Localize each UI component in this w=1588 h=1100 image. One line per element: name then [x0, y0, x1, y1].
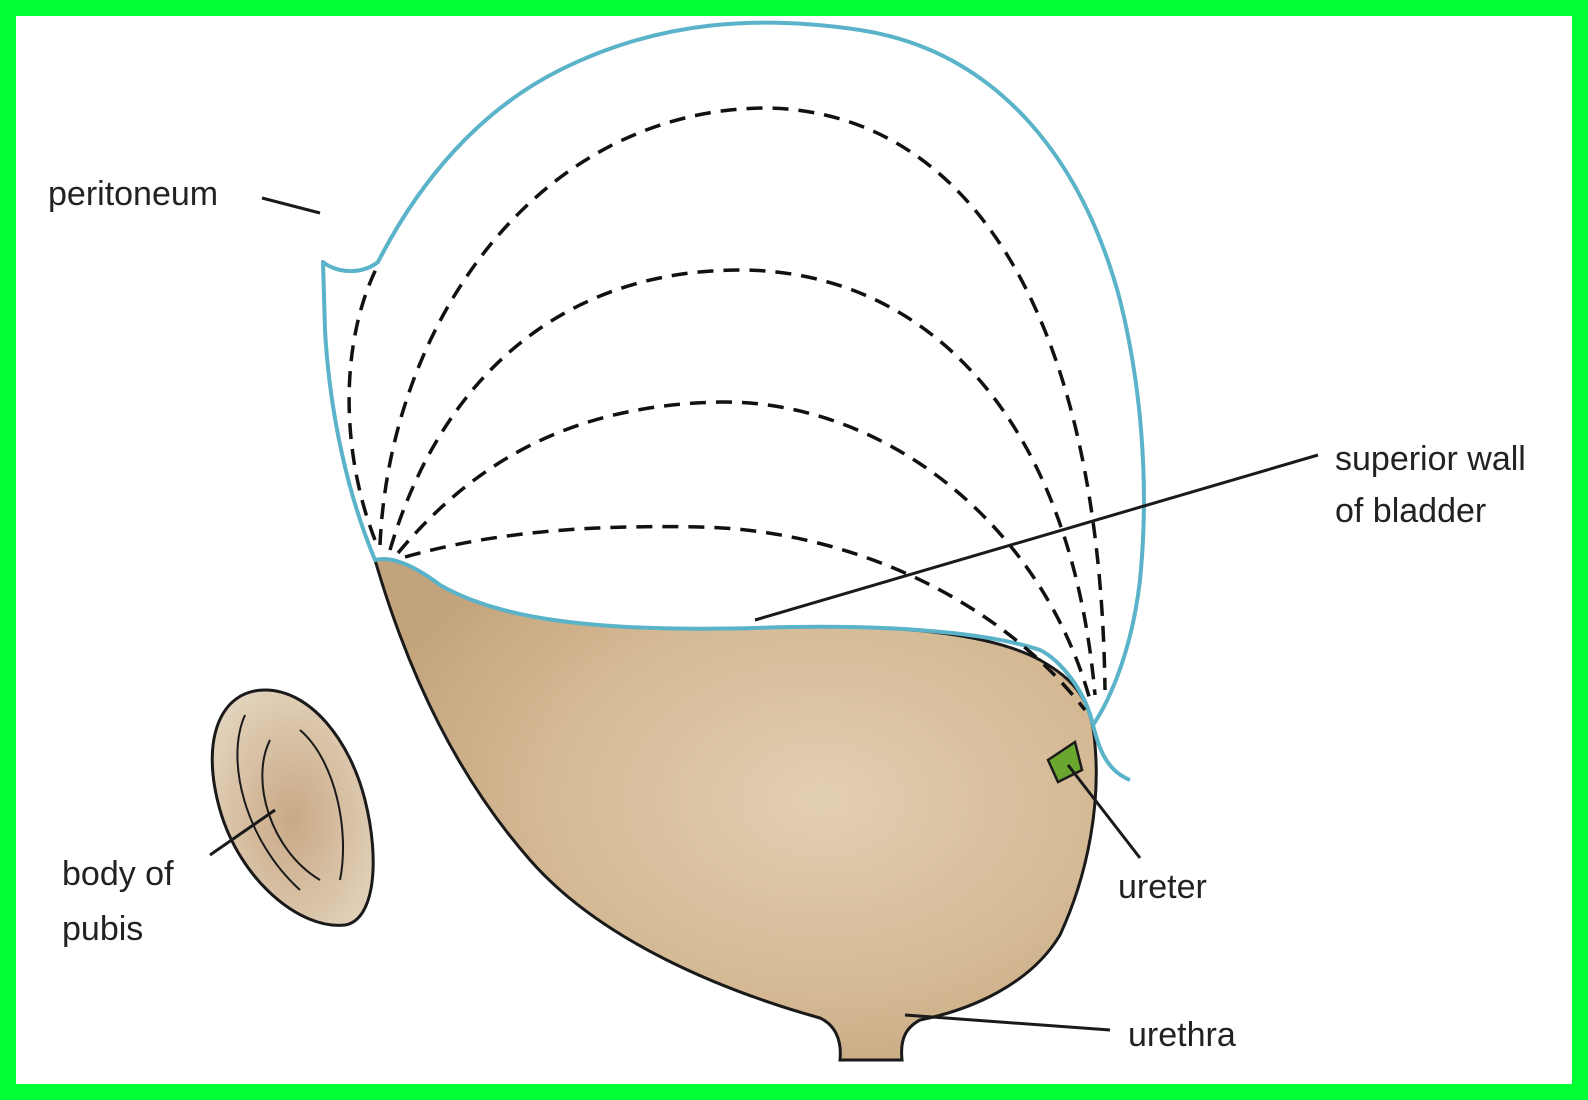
label-superior-wall-line2: of bladder: [1335, 492, 1486, 530]
label-ureter: ureter: [1118, 868, 1207, 906]
peritoneum-leader: [262, 198, 320, 213]
label-peritoneum: peritoneum: [48, 175, 218, 213]
label-superior-wall-line1: superior wall: [1335, 440, 1526, 478]
label-body-of-pubis-line1: body of: [62, 855, 174, 893]
label-body-of-pubis-line2: pubis: [62, 910, 143, 948]
label-urethra: urethra: [1128, 1016, 1236, 1054]
urethra-leader: [905, 1015, 1110, 1030]
pubis-bone: [212, 690, 373, 925]
bladder: [375, 559, 1096, 1060]
superior-wall-leader: [755, 455, 1318, 620]
